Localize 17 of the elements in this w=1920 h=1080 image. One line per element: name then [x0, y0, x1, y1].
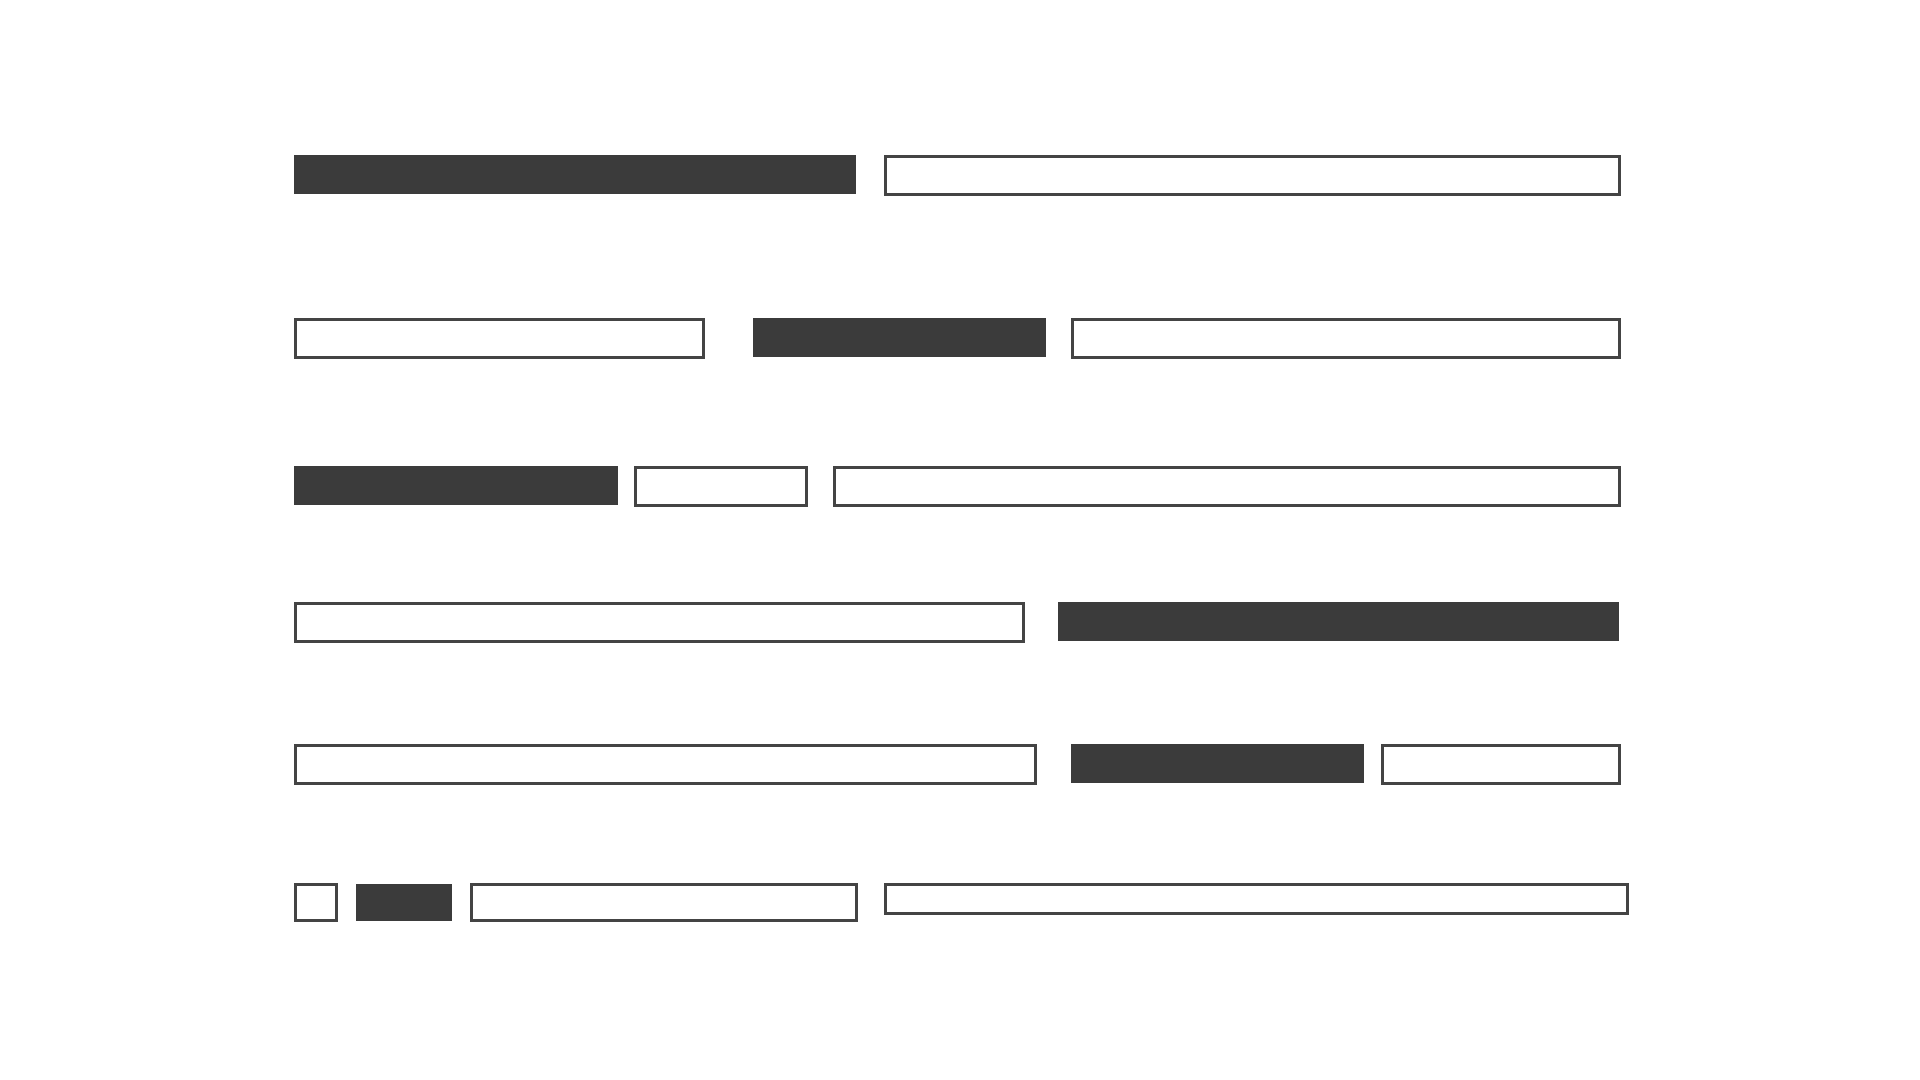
outlined-bar [634, 466, 808, 507]
outlined-bar [884, 155, 1621, 196]
outlined-bar [294, 883, 338, 922]
filled-bar [356, 884, 452, 921]
filled-bar [294, 155, 856, 194]
filled-bar [1058, 602, 1619, 641]
outlined-bar [294, 744, 1037, 785]
filled-bar [753, 318, 1046, 357]
outlined-bar [294, 318, 705, 359]
outlined-bar [884, 883, 1629, 915]
outlined-bar [294, 602, 1025, 643]
filled-bar [1071, 744, 1364, 783]
outlined-bar [1071, 318, 1621, 359]
outlined-bar [1381, 744, 1621, 785]
outlined-bar [470, 883, 858, 922]
outlined-bar [833, 466, 1621, 507]
filled-bar [294, 466, 618, 505]
